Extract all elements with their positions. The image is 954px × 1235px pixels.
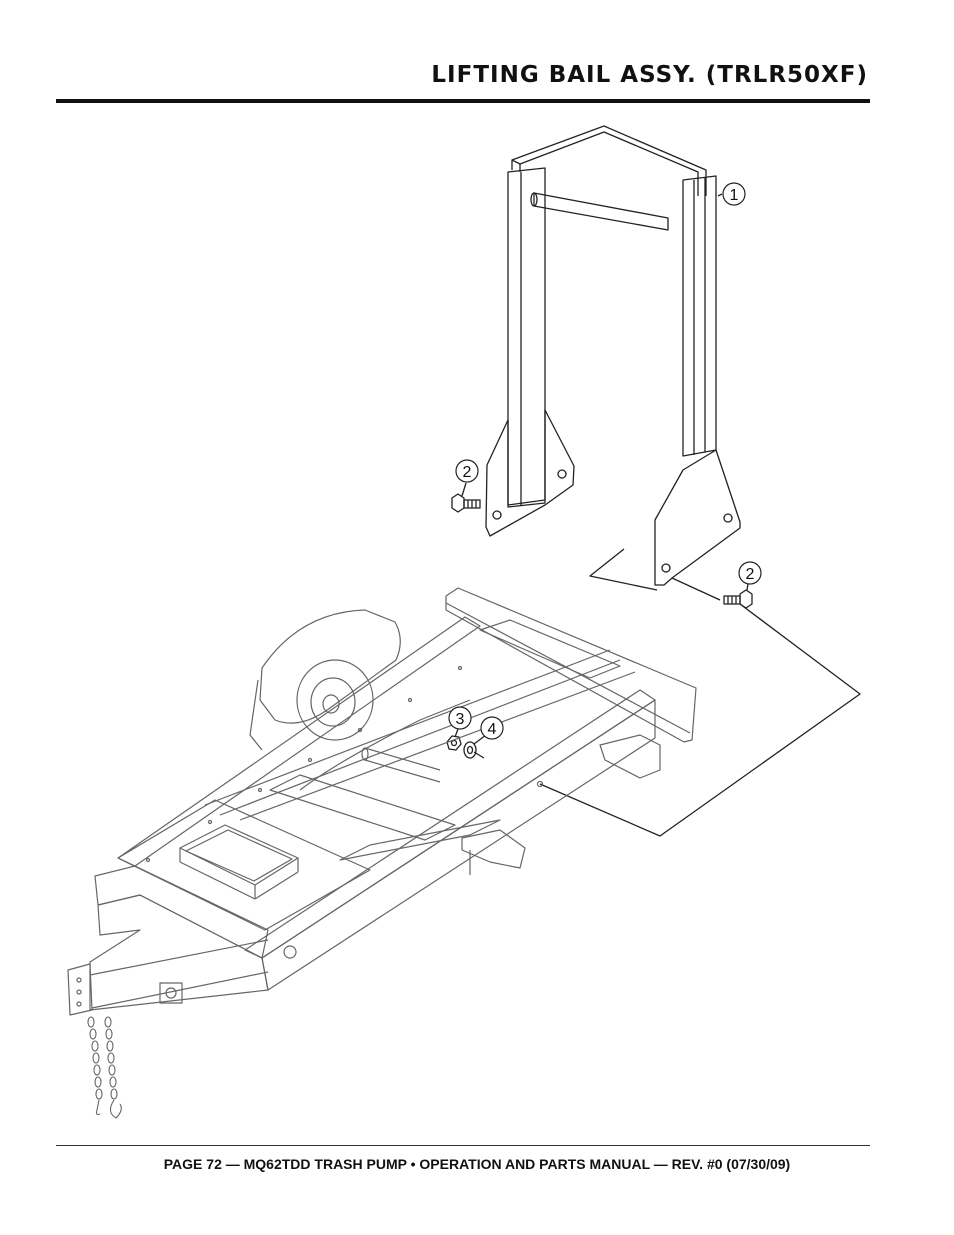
callout-2a: 2	[455, 459, 479, 483]
nut	[446, 735, 462, 751]
callout-2b: 2	[738, 561, 762, 585]
page-title: LIFTING BAIL ASSY. (TRLR50XF)	[431, 62, 868, 88]
lifting-bail	[485, 125, 741, 586]
bolt-left	[451, 493, 481, 513]
callout-3: 3	[448, 706, 472, 730]
callout-1: 1	[722, 182, 746, 206]
svg-text:2: 2	[463, 464, 472, 481]
page-footer: PAGE 72 — MQ62TDD TRASH PUMP • OPERATION…	[163, 1156, 791, 1172]
parts-diagram: 1 2 2 3 4	[67, 125, 861, 1119]
svg-text:3: 3	[456, 711, 465, 728]
mounting-plane	[589, 548, 658, 591]
svg-text:1: 1	[730, 187, 739, 204]
footer-rule	[56, 1145, 870, 1146]
bolt-right	[723, 589, 753, 609]
trailer-frame	[67, 587, 697, 1016]
svg-text:4: 4	[488, 721, 497, 738]
callout-4: 4	[480, 716, 504, 740]
svg-text:2: 2	[746, 566, 755, 583]
washer	[463, 741, 477, 759]
title-rule	[56, 99, 870, 103]
safety-chains	[87, 1016, 122, 1119]
